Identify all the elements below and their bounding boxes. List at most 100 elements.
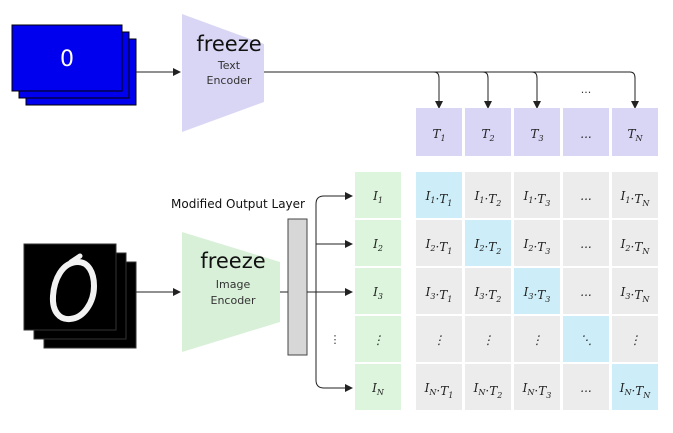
matrix-cell-diagonal bbox=[465, 220, 511, 266]
matrix-cell-label: ... bbox=[580, 381, 591, 395]
image-feature-label: IN bbox=[371, 381, 385, 397]
matrix-cell bbox=[563, 172, 609, 218]
matrix-cell-label: IN·T3 bbox=[522, 381, 552, 400]
matrix-cell bbox=[612, 220, 658, 266]
text-output-line bbox=[264, 71, 639, 109]
text-encoder-subtitle-1: Text bbox=[217, 59, 241, 72]
image-encoder: freeze Image Encoder bbox=[182, 232, 280, 352]
matrix-cell bbox=[612, 172, 658, 218]
text-feature-cell bbox=[612, 108, 658, 156]
matrix-cell-label: IN·T1 bbox=[424, 381, 454, 400]
image-feature-cell bbox=[355, 172, 401, 218]
matrix-cell bbox=[612, 316, 658, 362]
text-encoder-title: freeze bbox=[196, 32, 261, 56]
matrix-cell bbox=[514, 172, 560, 218]
matrix-cell-label: I2·TN bbox=[620, 237, 651, 256]
matrix-cell-label: I3·T3 bbox=[523, 285, 551, 304]
image-card-front bbox=[23, 243, 117, 331]
text-feature-cell bbox=[514, 108, 560, 156]
matrix-cell-label: I1·T1 bbox=[425, 189, 453, 208]
arrow-to-i1 bbox=[315, 192, 353, 292]
arrow-to-t1 bbox=[433, 71, 443, 109]
matrix-cell bbox=[416, 220, 462, 266]
arrow-to-t2 bbox=[482, 71, 492, 109]
matrix-cell bbox=[514, 220, 560, 266]
matrix-cell-label: I2·T3 bbox=[523, 237, 551, 256]
matrix-cell-diagonal bbox=[563, 316, 609, 362]
matrix-cell bbox=[416, 316, 462, 362]
image-feature-cell bbox=[355, 268, 401, 314]
matrix-cell-label: ⋮ bbox=[629, 333, 641, 347]
text-feature-row: T1 T2 T3... TN bbox=[416, 108, 658, 156]
image-feature-cell bbox=[355, 364, 401, 410]
top-dots: ... bbox=[581, 83, 592, 96]
image-encoder-subtitle-1: Image bbox=[216, 278, 251, 291]
image-encoder-title: freeze bbox=[200, 249, 265, 273]
matrix-cell bbox=[514, 316, 560, 362]
matrix-cell-label: ... bbox=[580, 189, 591, 203]
text-feature-cell bbox=[465, 108, 511, 156]
text-feature-label: T1 bbox=[432, 127, 445, 143]
matrix-cell-label: ⋮ bbox=[531, 333, 543, 347]
matrix-cell-label: I3·T1 bbox=[425, 285, 453, 304]
text-feature-label: T2 bbox=[481, 127, 494, 143]
modified-output-layer-label: Modified Output Layer bbox=[171, 197, 305, 211]
arrow-to-t3 bbox=[531, 71, 541, 109]
matrix-cell bbox=[465, 268, 511, 314]
image-feature-label: I2 bbox=[372, 237, 383, 253]
matrix-cell bbox=[563, 364, 609, 410]
matrix-cell-diagonal bbox=[514, 268, 560, 314]
matrix-cell-label: I1·T3 bbox=[523, 189, 551, 208]
matrix-cell bbox=[465, 364, 511, 410]
matrix-cell-label: I2·T2 bbox=[474, 237, 502, 256]
matrix-cell bbox=[563, 220, 609, 266]
matrix-cell bbox=[416, 364, 462, 410]
image-feature-label: ⋮ bbox=[372, 333, 384, 347]
text-feature-label: TN bbox=[627, 127, 643, 143]
matrix-cell bbox=[612, 268, 658, 314]
matrix-cell-label: ⋮ bbox=[482, 333, 494, 347]
matrix-cell-label: ... bbox=[580, 285, 591, 299]
matrix-cell-label: IN·TN bbox=[619, 381, 652, 400]
digit-zero-icon bbox=[49, 258, 98, 323]
matrix-cell bbox=[465, 316, 511, 362]
text-input-stack: 0 bbox=[11, 24, 137, 106]
text-input-label: 0 bbox=[60, 47, 74, 72]
image-feature-label: I1 bbox=[372, 189, 383, 205]
modified-output-layer bbox=[287, 218, 308, 356]
image-encoder-shape bbox=[182, 232, 280, 352]
image-feature-cell bbox=[355, 316, 401, 362]
image-feature-cell bbox=[355, 220, 401, 266]
branch-vertical-dots: ⋮ bbox=[330, 333, 341, 346]
matrix-cell bbox=[465, 172, 511, 218]
matrix-cell-diagonal bbox=[612, 364, 658, 410]
matrix-cell-label: ... bbox=[580, 237, 591, 251]
matrix-cell bbox=[514, 364, 560, 410]
image-feature-label: I3 bbox=[372, 285, 383, 301]
arrow-to-in bbox=[315, 292, 353, 392]
digit-stroke-icon bbox=[68, 253, 83, 265]
matrix-cell-label: I3·TN bbox=[620, 285, 651, 304]
matrix-cell-diagonal bbox=[416, 172, 462, 218]
text-encoder-shape bbox=[182, 14, 264, 132]
matrix-cell-label: I3·T2 bbox=[474, 285, 502, 304]
matrix-cell bbox=[563, 268, 609, 314]
matrix-cell-label: I1·TN bbox=[620, 189, 651, 208]
similarity-matrix: I1·T1 I1·T2 I1·T3... I1·TN I2·T1 I2·T2 I2·T3..… bbox=[416, 172, 658, 410]
text-feature-label: T3 bbox=[530, 127, 543, 143]
image-input-stack bbox=[23, 243, 137, 349]
image-encoder-subtitle-2: Encoder bbox=[211, 294, 256, 307]
text-feature-label: ... bbox=[580, 127, 591, 141]
text-feature-cell bbox=[563, 108, 609, 156]
matrix-cell-label: I1·T2 bbox=[474, 189, 502, 208]
matrix-cell-label: IN·T2 bbox=[473, 381, 503, 400]
text-encoder: freeze Text Encoder bbox=[182, 14, 264, 132]
matrix-cell-label: I2·T1 bbox=[425, 237, 453, 256]
text-card-front bbox=[11, 24, 123, 92]
matrix-cell-label: ⋮ bbox=[433, 333, 445, 347]
matrix-cell bbox=[416, 268, 462, 314]
text-encoder-subtitle-2: Encoder bbox=[207, 74, 252, 87]
text-feature-cell bbox=[416, 108, 462, 156]
